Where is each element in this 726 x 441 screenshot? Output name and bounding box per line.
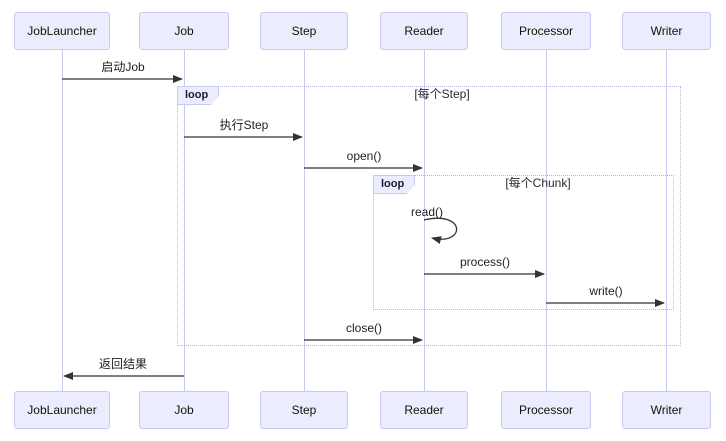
participant-reader-top: Reader (380, 12, 468, 50)
message-label-return-result: 返回结果 (98, 357, 147, 371)
lifeline-job (184, 50, 185, 391)
participant-reader-bottom: Reader (380, 391, 468, 429)
participant-step-bottom: Step (260, 391, 348, 429)
loop-label-inner: loop (373, 175, 416, 194)
message-label-read: read() (410, 205, 443, 219)
lifeline-writer (666, 50, 667, 391)
loop-condition-inner: [每个Chunk] (505, 176, 571, 190)
arrow-read-self (423, 217, 458, 244)
loop-frame-inner (373, 175, 674, 310)
message-label-process: process() (459, 255, 510, 269)
loop-frame-outer (177, 86, 681, 346)
message-label-exec-step: 执行Step (219, 118, 269, 132)
participant-joblauncher-bottom: JobLauncher (14, 391, 110, 429)
lifeline-processor (546, 50, 547, 391)
participant-step-top: Step (260, 12, 348, 50)
participant-job-bottom: Job (139, 391, 229, 429)
message-label-open: open() (346, 149, 382, 163)
lifeline-step (304, 50, 305, 391)
participant-processor-bottom: Processor (501, 391, 591, 429)
participant-joblauncher-top: JobLauncher (14, 12, 110, 50)
participant-writer-top: Writer (622, 12, 711, 50)
message-label-close: close() (345, 321, 382, 335)
participant-writer-bottom: Writer (622, 391, 711, 429)
loop-label-outer: loop (177, 86, 220, 105)
message-label-write: write() (589, 284, 623, 298)
lifeline-joblauncher (62, 50, 63, 391)
participant-processor-top: Processor (501, 12, 591, 50)
loop-condition-outer: [每个Step] (414, 87, 470, 101)
participant-job-top: Job (139, 12, 229, 50)
message-label-start-job: 启动Job (101, 60, 145, 74)
